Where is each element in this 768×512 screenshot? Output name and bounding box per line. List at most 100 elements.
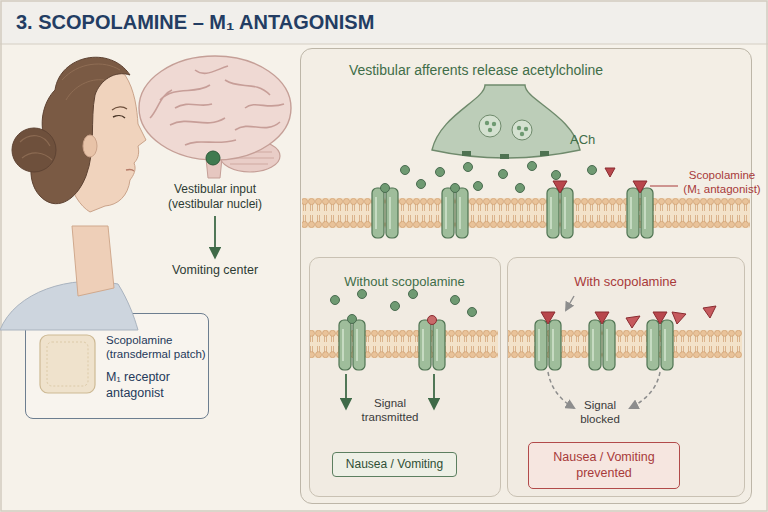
upper-membrane [442,188,468,238]
woman-profile [20,136,52,160]
upper-membrane [302,198,750,228]
brain-illustration [220,140,280,172]
presynaptic-terminal [520,132,524,136]
with-illustration [535,320,561,370]
presynaptic-terminal [462,151,471,156]
molecule-label: ACh [570,132,610,148]
upper-membrane [627,188,653,238]
with-illustration [647,320,673,370]
upper-membrane [302,168,750,238]
without-illustration [409,290,418,299]
without-illustration [358,290,367,299]
presynaptic-terminal [512,120,532,140]
brain-illustration [214,216,216,257]
without-illustration [433,374,435,408]
woman-profile [0,281,138,330]
without-illustration [419,320,445,370]
presynaptic-terminal [479,115,501,137]
without-illustration [345,374,347,408]
outcome-text: Nausea / Vomiting prevented [542,450,667,481]
diagram-title: 3. SCOPOLAMINE – M₁ ANTAGONISM [16,11,374,34]
brain-illustration [205,148,223,178]
brain-label: Vomiting center [155,263,275,279]
with-illustration [626,316,640,328]
with-illustration [566,296,574,310]
woman-profile [72,226,114,296]
outcome-box: Nausea / Vomiting prevented [528,442,680,489]
patch-illustration [47,342,88,386]
patch-illustration [40,335,95,393]
without-illustration [428,316,437,325]
woman-profile [0,57,146,330]
with-illustration [630,372,660,408]
with-illustration [508,330,742,358]
presynaptic-terminal [540,151,549,156]
presynaptic-terminal [432,85,580,159]
condition-panel: With scopolamineNausea / Vomiting preven… [507,257,745,497]
brain-illustration [139,56,291,160]
title-band [0,0,768,44]
acetylcholine-dots [499,170,508,179]
with-illustration [672,312,686,324]
panel-heading: Vestibular afferents release acetylcholi… [321,62,631,80]
presynaptic-terminal [524,127,528,131]
with-illustration [508,296,742,408]
brain-illustration [226,152,274,164]
presynaptic-terminal [517,126,521,130]
with-illustration [653,312,667,324]
woman-profile [126,170,134,171]
woman-profile [83,135,97,157]
acetylcholine-dots [464,163,473,172]
presynaptic-terminal [432,85,580,158]
woman-profile [60,66,146,212]
without-illustration [310,330,498,358]
with-illustration [548,372,574,408]
without-illustration [339,320,365,370]
brain-label: Vestibular input (vestibular nuclei) [155,182,275,212]
without-illustration [468,308,477,317]
drug-box: Scopolamine (transdermal patch)M₁ recept… [25,313,209,419]
panel-heading: Without scopolamine [310,274,499,290]
outcome-box: Nausea / Vomiting [332,452,457,477]
outcome-text: Nausea / Vomiting [335,457,455,472]
title-band [0,44,768,45]
woman-profile [62,64,120,100]
with-illustration [589,320,615,370]
upper-membrane [553,181,567,193]
patch-illustration [40,335,95,393]
signal-label: Signal transmitted [355,396,425,425]
upper-membrane [547,188,573,238]
without-illustration [310,290,498,409]
woman-profile [113,116,125,118]
acetylcholine-dots [401,162,597,193]
woman-profile [12,128,56,172]
without-illustration [331,290,477,324]
upper-membrane [605,168,615,177]
acetylcholine-dots [552,171,561,180]
upper-membrane [381,184,390,193]
with-illustration [703,306,716,318]
acetylcholine-dots [588,166,597,175]
drug-label: Scopolamine (M₁ antagonist) [680,168,764,197]
drug-name: Scopolamine (transdermal patch) [106,333,208,362]
upper-membrane [633,181,647,193]
condition-panel: Without scopolamineNausea / Vomiting [309,257,501,497]
acetylcholine-dots [516,184,525,193]
presynaptic-terminal [488,128,492,132]
synapse-panel: Vestibular afferents release acetylcholi… [300,48,752,504]
brain-illustration [150,66,284,145]
without-illustration [331,296,340,305]
acetylcholine-dots [417,180,426,189]
acetylcholine-dots [474,182,483,191]
without-illustration [451,296,460,305]
acetylcholine-dots [528,162,537,171]
presynaptic-terminal [485,121,489,125]
presynaptic-terminal [500,154,509,159]
woman-profile [112,107,127,110]
acetylcholine-dots [436,168,445,177]
upper-membrane [650,186,678,187]
